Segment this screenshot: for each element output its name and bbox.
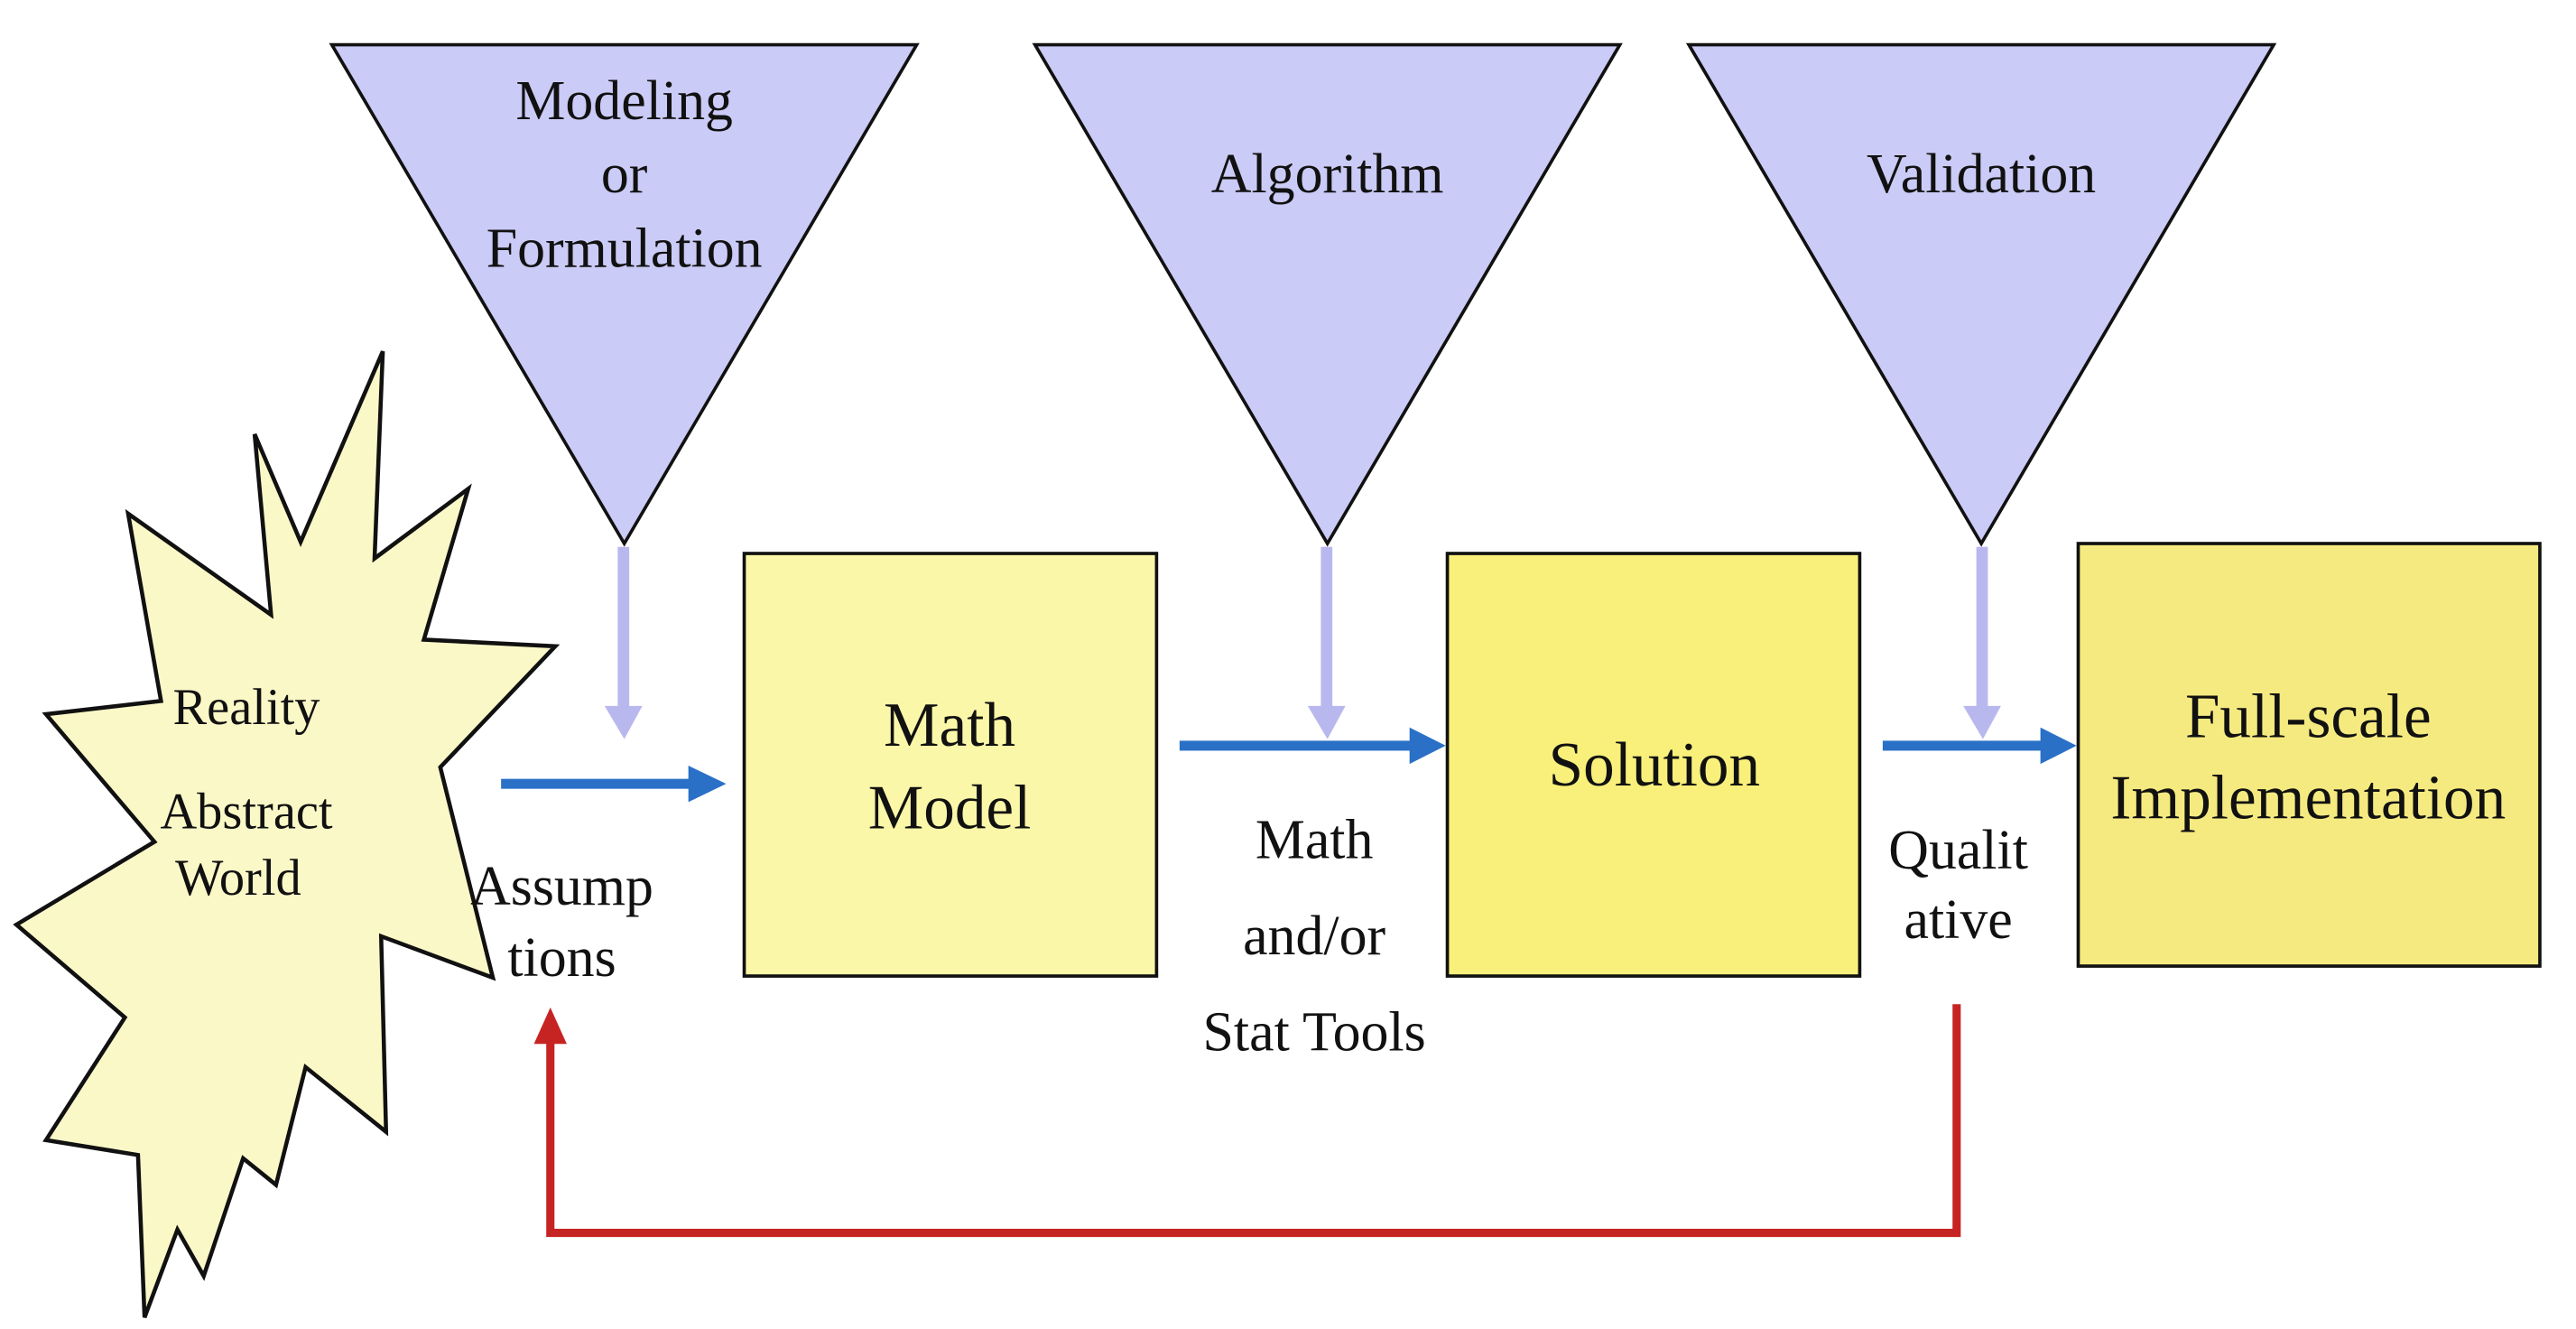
edge-label-line: Qualit [1888,820,2028,881]
label-assumptions: Assump tions [470,856,653,989]
stage-label-line: Formulation [486,218,763,279]
stage-label-line: Modeling [515,70,733,132]
box-shape [1445,552,1862,978]
box-math-model: Math Model [742,552,1159,978]
input-arrow-validation [1963,546,2001,739]
edge-label-line: Assump [470,856,653,917]
box-label-line: Math [884,691,1015,760]
box-label-line: Model [868,773,1032,842]
edge-label-line: ative [1904,889,2013,951]
flow-arrow-to-solution [1179,727,1446,765]
stage-algorithm-triangle: Algorithm [1032,42,1623,547]
stage-modeling-triangle: Modeling or Formulation [329,42,920,547]
edge-label-line: and/or [1243,906,1385,967]
triangle-shape [1032,42,1623,547]
box-solution: Solution [1445,552,1862,978]
feedback-loop-arrow [533,1004,1961,1238]
box-shape [2076,542,2542,968]
edge-label-line: tions [507,927,616,989]
triangle-shape [1685,42,2277,547]
box-implementation: Full-scale Implementation [2076,542,2542,968]
input-arrow-modeling [604,546,643,739]
input-arrow-algorithm [1307,546,1346,739]
box-label-line: Full-scale [2185,683,2432,752]
stage-validation-triangle: Validation [1685,42,2277,547]
edge-label-line: Math [1256,810,1374,871]
label-math-stat-tools: Math and/or Stat Tools [1203,810,1426,1064]
stage-label-line: Validation [1867,144,2096,205]
reality-starburst: Reality Abstract World [13,350,561,1318]
flow-arrow-to-implementation [1882,727,2077,765]
starburst-line-1: Reality [173,680,321,736]
triangle-shape [329,42,920,547]
stage-label-line: or [601,144,648,205]
label-qualitative: Qualit ative [1888,820,2028,951]
stage-label-line: Algorithm [1211,144,1444,205]
box-label-line: Implementation [2110,763,2506,832]
box-label-line: Solution [1549,730,1760,800]
edge-label-line: Stat Tools [1203,1001,1426,1063]
starburst-line-3: World [175,850,301,906]
starburst-line-2: Abstract [160,785,332,841]
flow-arrow-to-math-model [501,765,727,803]
box-shape [742,552,1159,978]
starburst-shape [13,350,561,1318]
